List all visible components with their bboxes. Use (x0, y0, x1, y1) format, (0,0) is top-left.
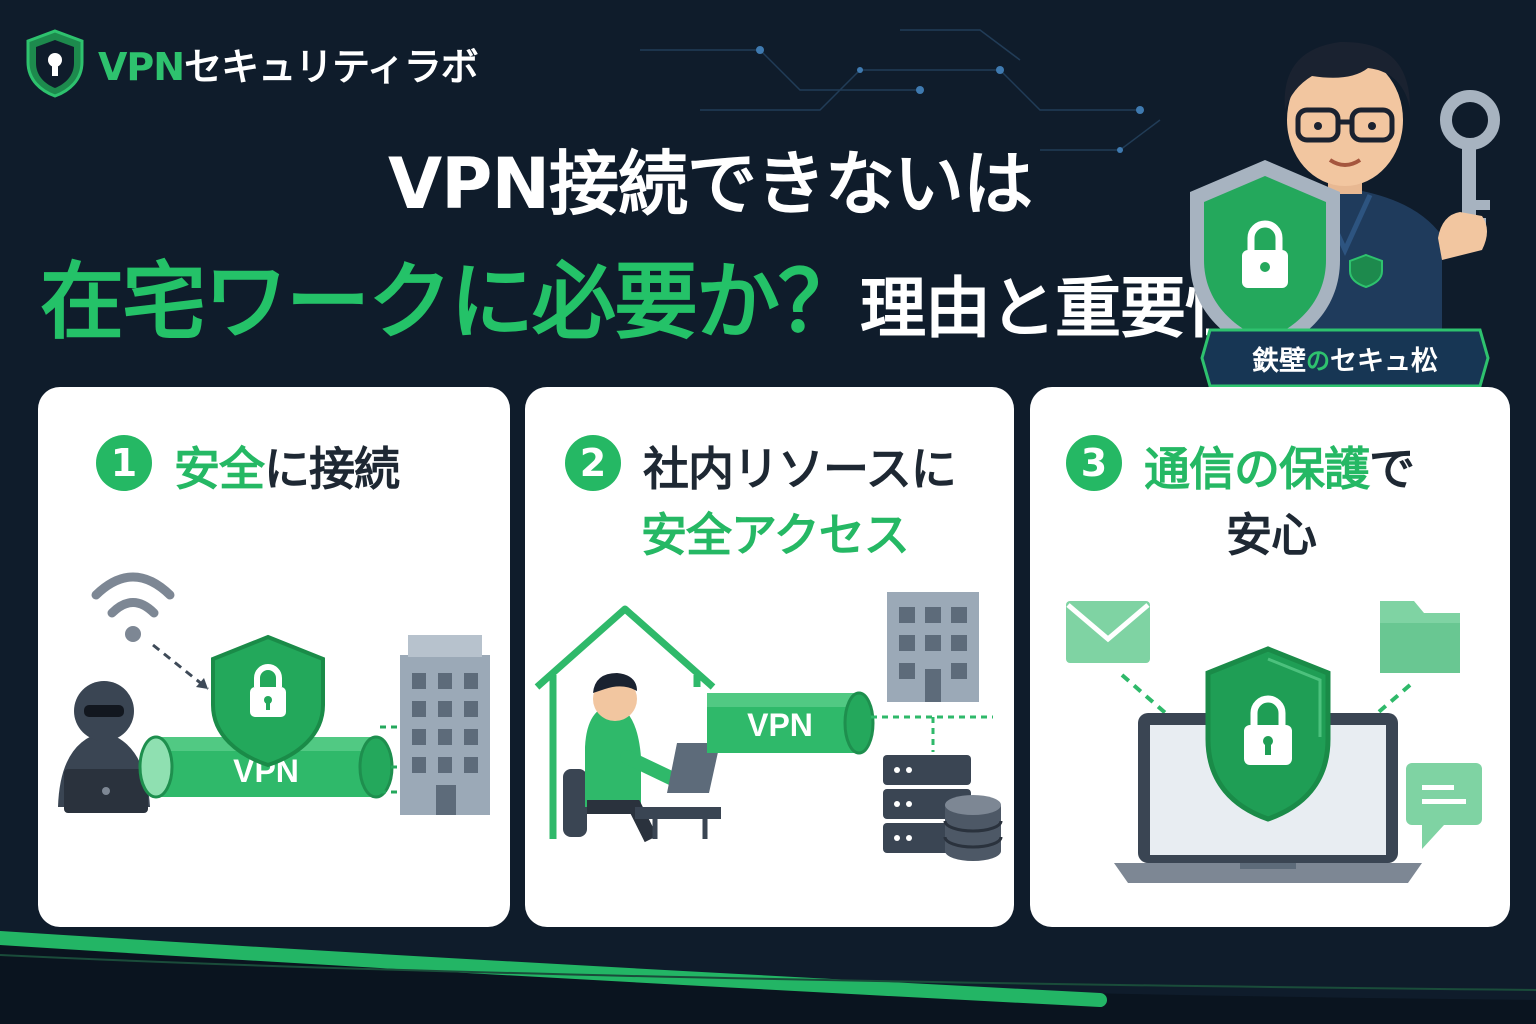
vpn-tunnel: VPN (707, 691, 875, 755)
card1-illustration: VPN (58, 572, 490, 815)
building-icon (887, 592, 979, 702)
card3-illustration (1066, 601, 1482, 883)
building-icon (400, 635, 490, 815)
card-title-line1: 社内リソースに (643, 442, 957, 496)
card-title-line2: 安心 (1226, 508, 1317, 562)
headline-line1: VPN接続できないは (387, 143, 1033, 225)
circuit-lines (640, 29, 1161, 151)
shield-keyhole-icon (26, 29, 84, 98)
card-title-line1: 通信の保護で (1144, 442, 1415, 496)
mail-icon (1066, 601, 1150, 663)
svg-text:VPN: VPN (747, 707, 813, 743)
glasses-icon (1295, 107, 1395, 143)
mascot-illustration (1190, 41, 1500, 388)
mascot-hand (1438, 212, 1487, 260)
card-title: 安全に接続 (174, 442, 400, 496)
card-number: 3 (1066, 435, 1122, 491)
chest-emblem-icon (1349, 253, 1383, 289)
circuit-nodes (756, 46, 1144, 153)
shield-lock-icon (1205, 646, 1331, 822)
headline-line2: 在宅ワークに必要か？理由と重要性 (40, 235, 1251, 356)
wifi-icon (91, 572, 175, 618)
feature-card-secure-connection: 1 安全に接続 (38, 387, 510, 927)
thin-swoosh (0, 954, 1536, 991)
bottom-band (0, 935, 1536, 1024)
feature-card-communication-protection: 3 通信の保護で 安心 (1030, 387, 1510, 927)
hacker-icon (58, 681, 150, 813)
shield-lock-icon (211, 634, 325, 768)
brand-logo[interactable]: VPNセキュリティラボ (24, 28, 479, 98)
headline-highlight: 在宅ワークに必要か？ (40, 253, 862, 351)
mascot-hair (1284, 41, 1410, 110)
headline-rest: 理由と重要性 (860, 270, 1251, 347)
laptop-icon (635, 743, 721, 839)
feature-card-internal-access: 2 社内リソースに 安全アクセス (525, 387, 1014, 927)
brand-name: VPNセキュリティラボ (98, 44, 479, 89)
card-number: 1 (96, 435, 152, 491)
card-title-line2: 安全アクセス (641, 508, 910, 562)
folder-icon (1380, 601, 1460, 673)
database-icon (943, 795, 1003, 861)
green-swoosh (0, 931, 1107, 1007)
mascot-badge (1200, 328, 1490, 388)
card-number: 2 (565, 435, 621, 491)
home-icon (534, 605, 716, 690)
shield-lock-icon (1190, 160, 1340, 355)
chat-icon (1406, 763, 1482, 849)
card2-illustration: VPN (534, 592, 1003, 861)
mascot-name-label: 鉄壁のセキュ松 (1252, 345, 1438, 377)
